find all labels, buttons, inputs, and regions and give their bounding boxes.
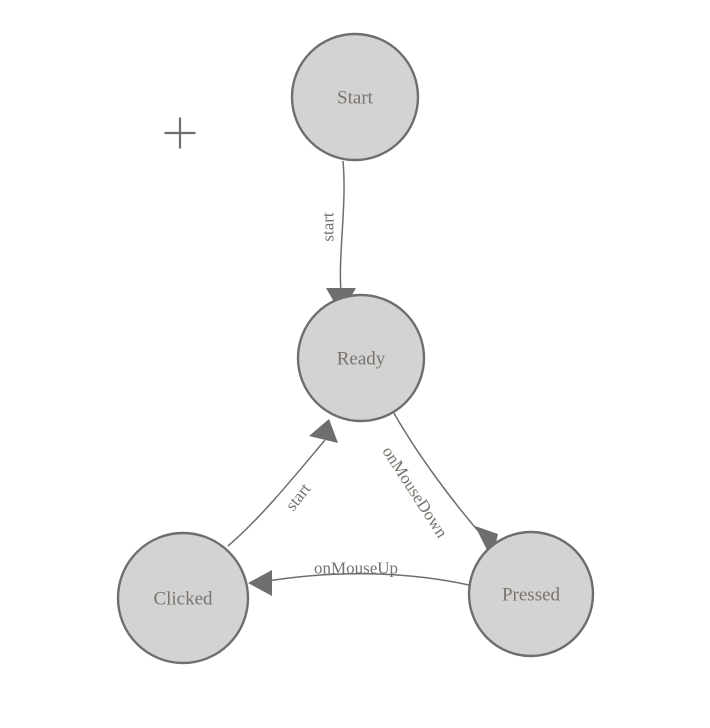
edge-line-clicked-to-ready (227, 439, 326, 547)
edge-line-start-to-ready (339, 160, 345, 293)
edge-label-ready-to-pressed: onMouseDown (378, 443, 451, 542)
node-label-ready: Ready (337, 349, 386, 370)
node-label-clicked: Clicked (153, 589, 213, 610)
edge-label-pressed-to-clicked: onMouseUp (314, 559, 398, 578)
node-label-pressed: Pressed (502, 585, 561, 606)
edge-line-pressed-to-clicked (261, 572, 470, 586)
edge-ready-to-pressed[interactable]: onMouseDown (378, 405, 498, 560)
crosshair-marker-group (164, 117, 196, 149)
edge-clicked-to-ready[interactable]: start (227, 419, 338, 547)
node-circle-ready[interactable] (296, 293, 426, 423)
node-circle-pressed[interactable] (467, 530, 595, 658)
state-node-start[interactable]: Start (290, 32, 420, 162)
node-label-start: Start (337, 88, 374, 109)
edge-pressed-to-clicked[interactable]: onMouseUp (248, 559, 470, 597)
node-circle-clicked[interactable] (116, 531, 250, 665)
edge-start-to-ready[interactable]: start (319, 160, 357, 314)
arrowhead-clicked-to-ready (309, 419, 338, 443)
state-node-clicked[interactable]: Clicked (116, 531, 250, 665)
arrowhead-pressed-to-clicked (248, 570, 272, 596)
edge-line-ready-to-pressed (389, 405, 487, 541)
edge-label-start-to-ready: start (319, 212, 338, 242)
state-node-pressed[interactable]: Pressed (467, 530, 595, 658)
state-node-ready[interactable]: Ready (296, 293, 426, 423)
crosshair-marker[interactable] (164, 117, 196, 149)
node-circle-start[interactable] (290, 32, 420, 162)
